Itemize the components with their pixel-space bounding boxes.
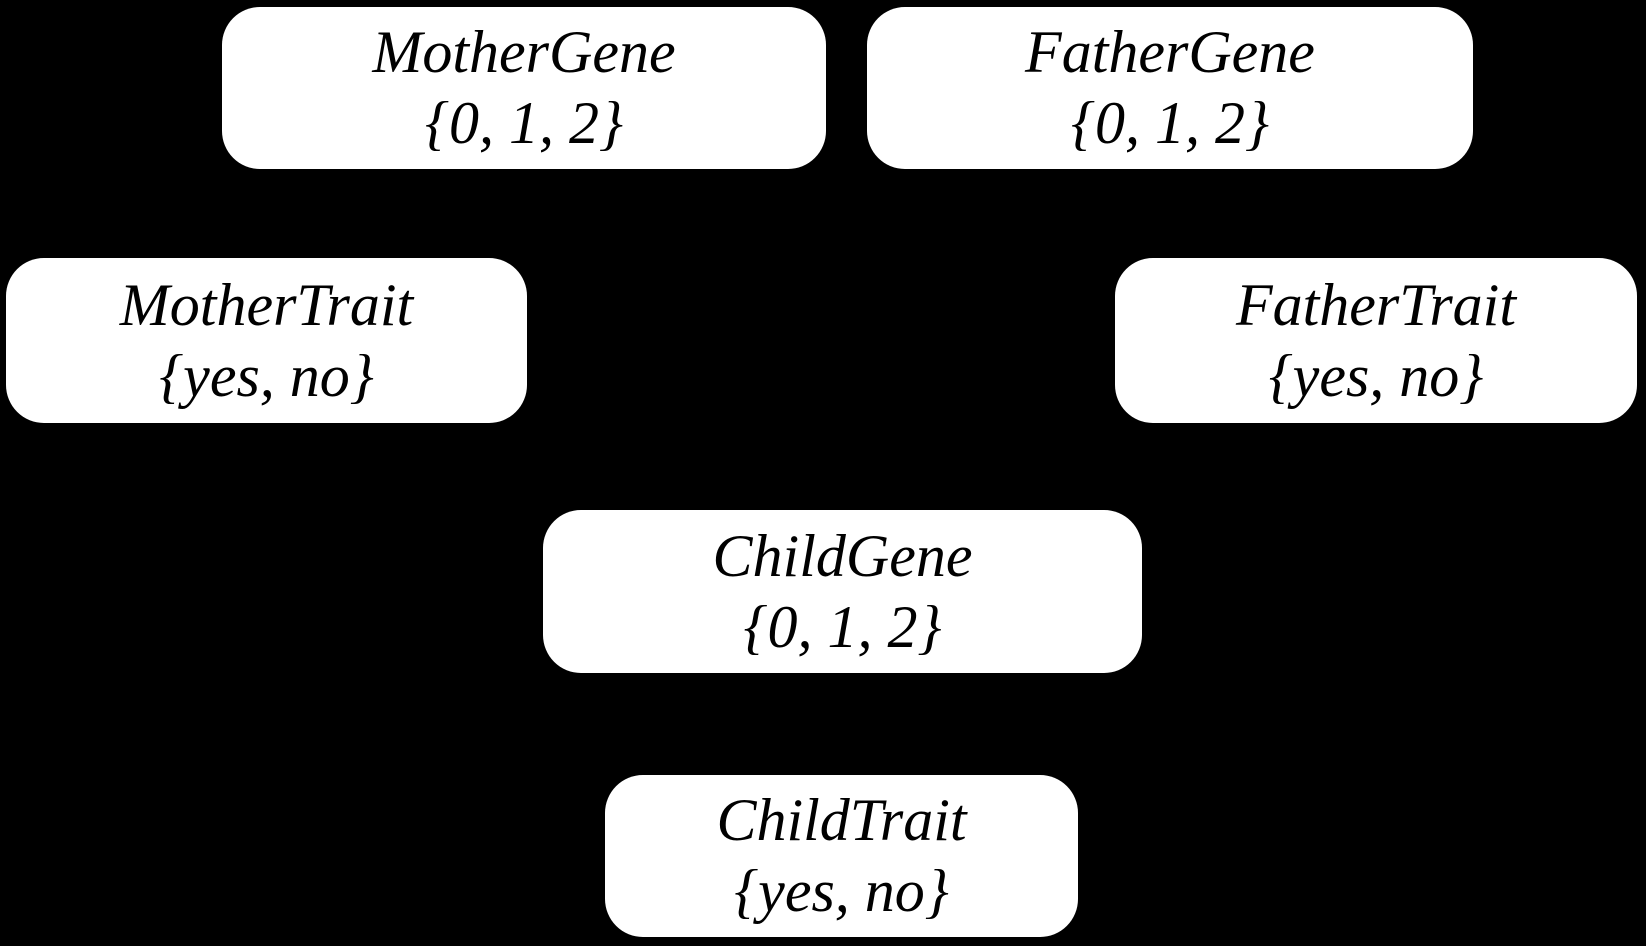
node-domain: {yes, no} — [1268, 342, 1484, 409]
node-label: ChildTrait — [716, 787, 967, 854]
node-domain: {0, 1, 2} — [1071, 90, 1269, 156]
node-child-trait: ChildTrait {yes, no} — [605, 775, 1078, 937]
node-mother-gene: MotherGene {0, 1, 2} — [222, 7, 826, 169]
node-mother-trait: MotherTrait {yes, no} — [6, 258, 527, 423]
node-domain: {yes, no} — [159, 342, 374, 409]
node-domain: {yes, no} — [734, 858, 949, 924]
node-label: FatherTrait — [1235, 271, 1517, 338]
node-label: MotherTrait — [119, 271, 414, 338]
node-label: MotherGene — [372, 19, 676, 86]
node-domain: {0, 1, 2} — [425, 90, 623, 156]
node-father-gene: FatherGene {0, 1, 2} — [867, 7, 1473, 169]
node-domain: {0, 1, 2} — [743, 593, 942, 660]
node-label: FatherGene — [1025, 19, 1315, 86]
node-child-gene: ChildGene {0, 1, 2} — [543, 510, 1142, 673]
node-label: ChildGene — [712, 522, 973, 589]
node-father-trait: FatherTrait {yes, no} — [1115, 258, 1637, 423]
